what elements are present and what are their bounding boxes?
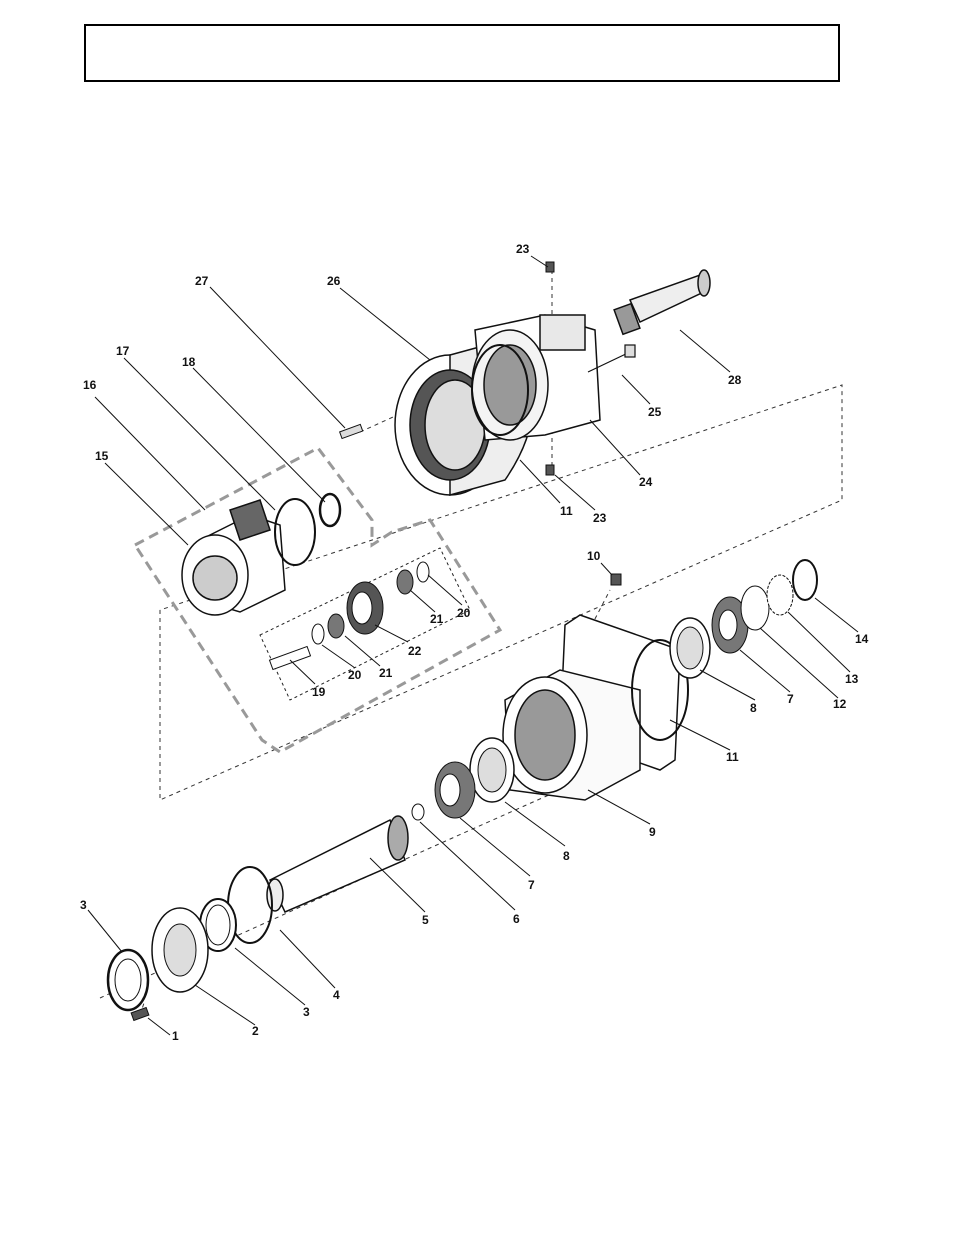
callout-20-left: 20 [348,668,362,682]
needle-bearing-21a [328,614,344,638]
bearing-cup-8b-inner [478,748,506,792]
callout-2: 2 [252,1024,259,1038]
callout-23-upper: 23 [516,242,530,256]
callout-19: 19 [312,685,326,699]
callout-21-right: 21 [430,612,444,626]
output-housing [503,615,680,800]
grease-fitting [611,574,621,585]
callout-20-right: 20 [457,606,471,620]
callout-10: 10 [587,549,601,563]
callout-4: 4 [333,988,340,1002]
callout-1: 1 [172,1029,179,1043]
callout-7-upper: 7 [787,692,794,706]
bearing-cup-8a-inner [677,627,703,669]
bearing-cone-7a-bore [719,610,737,640]
callout-22: 22 [408,644,422,658]
setscrew-lower [546,465,554,475]
output-shaft [267,816,408,912]
callout-3-right: 3 [303,1005,310,1019]
callout-21-left: 21 [379,666,393,680]
callout-27: 27 [195,274,209,288]
lock-washer-13 [767,575,793,615]
spacer-6 [412,804,424,820]
callout-11-lower: 11 [726,750,739,764]
bearing-cone-7b-bore [440,774,460,806]
callout-24: 24 [639,475,653,489]
callout-28: 28 [728,373,742,387]
seal-3b-inner [206,905,230,945]
callout-9: 9 [649,825,656,839]
callout-11-upper: 11 [560,504,573,518]
callout-14: 14 [855,632,869,646]
snap-ring-18 [320,494,340,526]
planet-pin [269,646,310,669]
callout-23-lower: 23 [593,511,607,525]
callout-17: 17 [116,344,130,358]
seal-3a-inner [115,959,141,1001]
input-shaft [614,270,710,334]
washer-12 [741,586,769,630]
callout-7-lower: 7 [528,878,535,892]
callout-3-left: 3 [80,898,87,912]
callout-16: 16 [83,378,97,392]
lock-nut-14 [793,560,817,600]
input-housing [472,315,600,440]
callout-13: 13 [845,672,859,686]
callout-15: 15 [95,449,109,463]
thrust-washer-20a [312,624,324,644]
thrust-washer-20b [417,562,429,582]
callout-25: 25 [648,405,662,419]
callout-18: 18 [182,355,196,369]
callout-26: 26 [327,274,341,288]
callout-5: 5 [422,913,429,927]
callout-6: 6 [513,912,520,926]
bearing-retainer-2-bore [164,924,196,976]
planet-gear-bore [352,592,372,624]
callout-8-lower: 8 [563,849,570,863]
planet-carrier [182,500,285,615]
callout-8-upper: 8 [750,701,757,715]
callout-12: 12 [833,697,847,711]
